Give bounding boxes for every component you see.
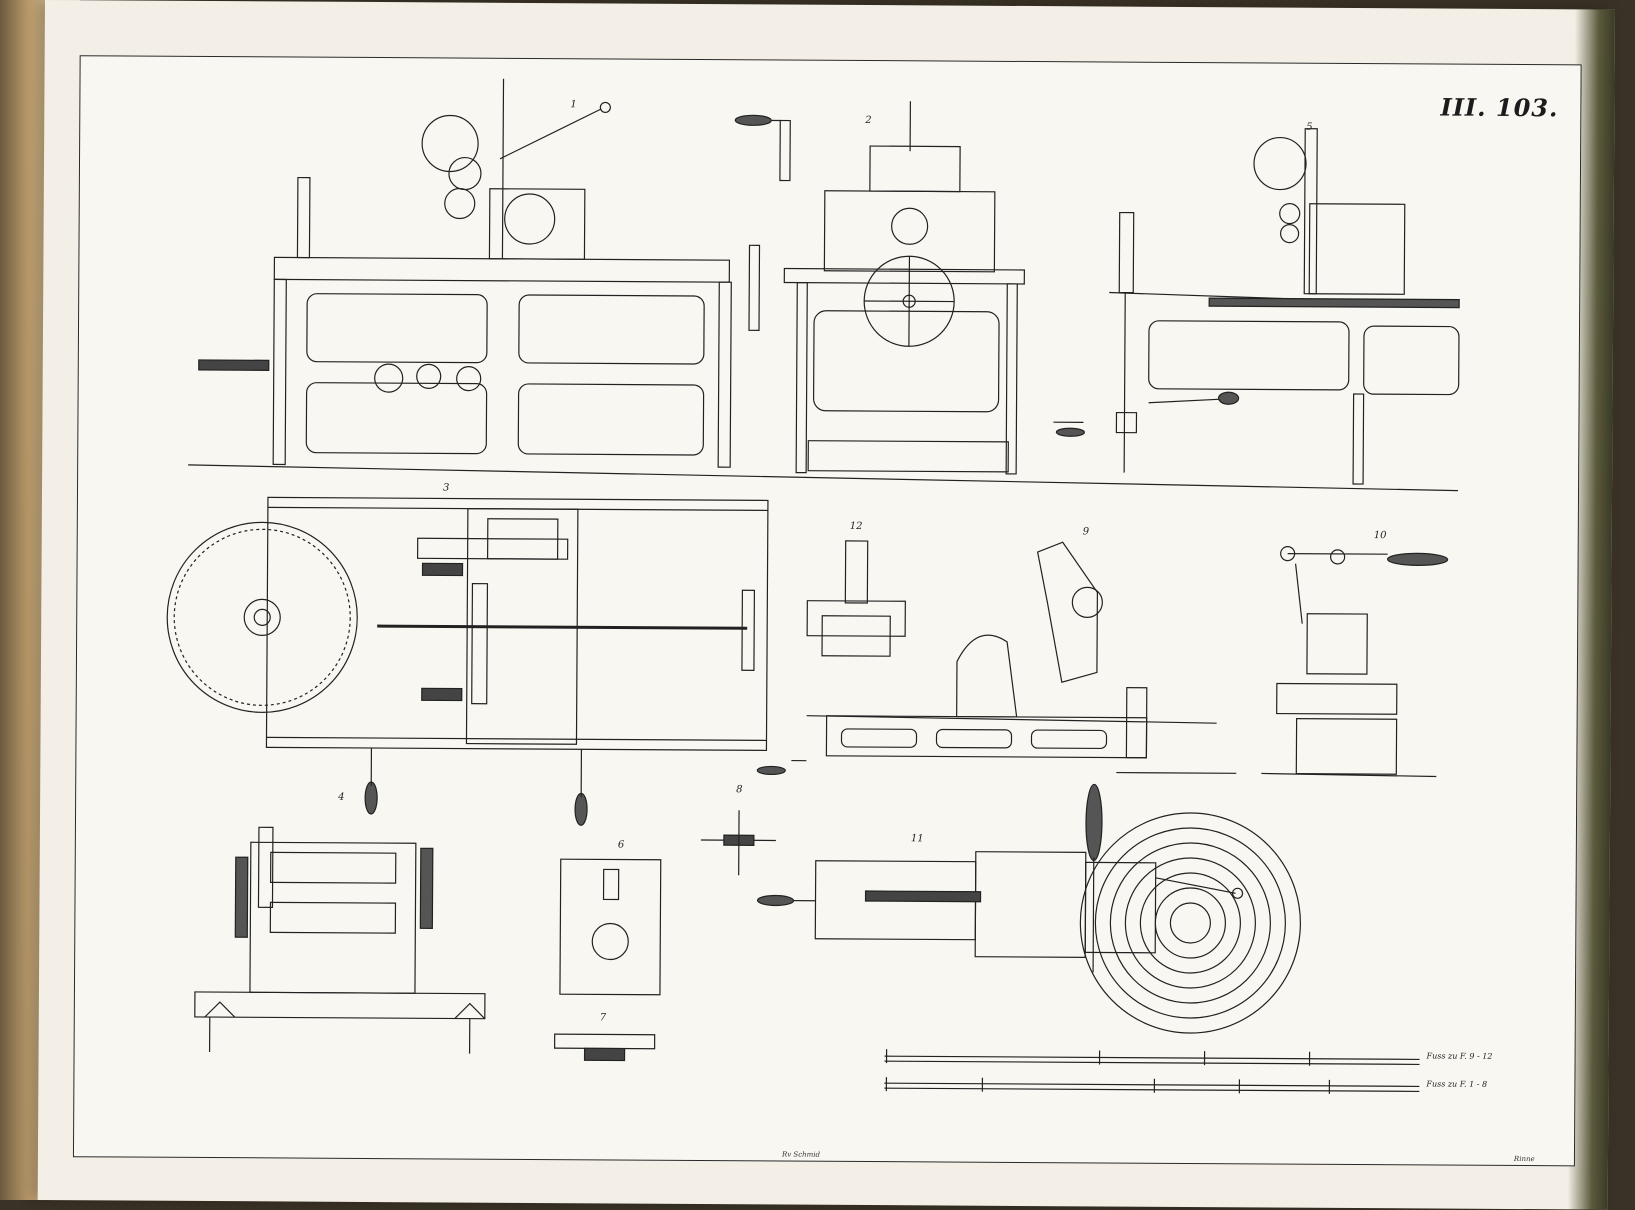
book-page: III. 103. (38, 0, 1615, 1210)
engraver-credit-right: Rinne (1514, 1155, 1535, 1163)
figure-7-section (555, 1034, 655, 1061)
figure-8-label: 8 (736, 784, 742, 795)
figure-12-label: 12 (850, 521, 863, 532)
figure-5-machine (1108, 128, 1460, 485)
figure-9-label: 9 (1083, 526, 1089, 537)
figure-6-plate (560, 859, 661, 995)
scale-bars (884, 1049, 1419, 1094)
figure-3-planing-machine (166, 497, 768, 827)
figure-11-machine (757, 782, 1302, 1033)
figure-11-label: 11 (911, 833, 924, 844)
figure-6-label: 6 (618, 840, 624, 851)
figure-7-label: 7 (600, 1012, 606, 1023)
figure-1-label: 1 (570, 99, 576, 110)
figure-4-label: 4 (338, 792, 344, 803)
engraver-credit-left: Rv Schmid (782, 1151, 820, 1159)
figure-1-lathe (198, 77, 760, 467)
figure-12-detail (807, 541, 906, 657)
figure-4-machine (195, 827, 486, 1054)
figure-2-label: 2 (865, 115, 871, 126)
scale-label-9-12: Fuss zu F. 9 - 12 (1427, 1051, 1493, 1060)
figure-10-label: 10 (1374, 530, 1387, 541)
figure-8-detail (701, 810, 776, 875)
figure-10-machine (1261, 546, 1447, 776)
figure-5-label: 5 (1306, 122, 1312, 133)
figure-3-label: 3 (443, 482, 449, 493)
figure-2-machine (733, 100, 1086, 474)
scale-label-1-8: Fuss zu F. 1 - 8 (1426, 1079, 1487, 1088)
technical-drawing (74, 56, 1581, 1165)
engraving-plate: III. 103. (73, 55, 1582, 1166)
ground-line-top (188, 465, 1458, 491)
figure-9-machine (757, 540, 1237, 777)
